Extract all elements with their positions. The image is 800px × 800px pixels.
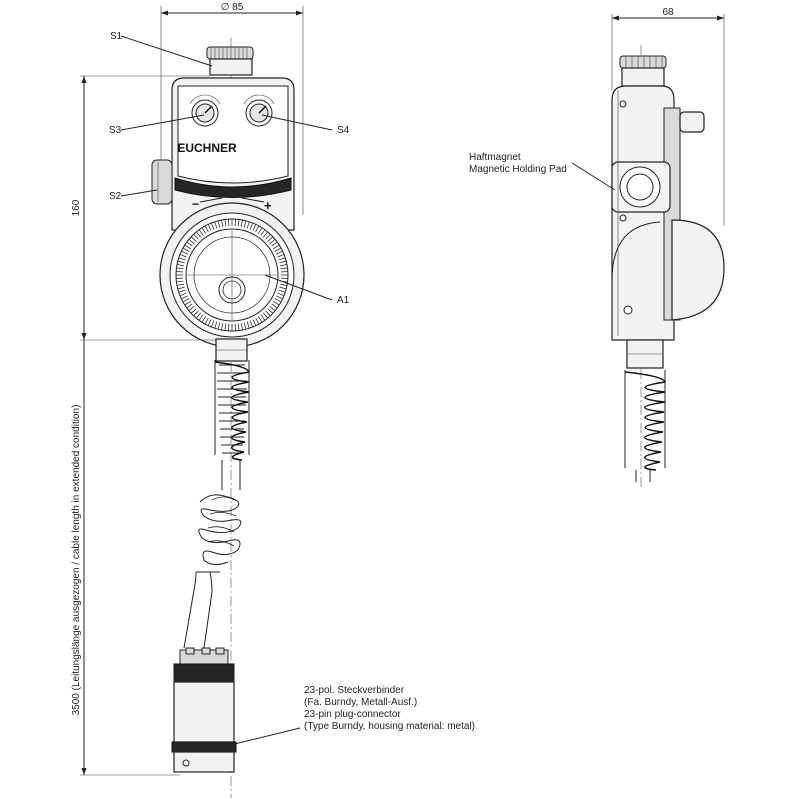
- graduation-ticks: [176, 219, 288, 331]
- cable: [183, 460, 242, 649]
- label-a1: A1: [337, 295, 350, 306]
- magnet-label-de: Haftmagnet: [469, 152, 521, 163]
- holding-magnet: [611, 161, 671, 213]
- magnet-label-en: Magnetic Holding Pad: [469, 164, 567, 175]
- connector-line-4: (Type Burndy, housing material: metal): [304, 721, 475, 732]
- label-s1: S1: [110, 31, 123, 42]
- connector-note: 23-pol. Steckverbinder (Fa. Burndy, Meta…: [304, 685, 475, 732]
- plus-sign: +: [264, 198, 272, 213]
- dimension-cable-length: 3500 (Leitungslänge ausgezogen / cable l…: [71, 340, 180, 776]
- handwheel-housing: [159, 202, 305, 348]
- front-leaders: [120, 35, 333, 751]
- s1-knob: [206, 46, 254, 76]
- dim-side-width: 68: [662, 7, 674, 18]
- dimension-height: 160: [71, 75, 216, 341]
- minus-sign: −: [192, 197, 199, 211]
- connector-line-3: 23-pin plug-connector: [304, 709, 401, 720]
- plug-connector: [171, 647, 237, 773]
- label-s3: S3: [109, 125, 122, 136]
- direction-markings: − +: [192, 197, 272, 213]
- label-s2: S2: [109, 191, 122, 202]
- cable-gland: [215, 338, 248, 362]
- s2-button: [151, 159, 173, 205]
- strain-relief: [214, 360, 250, 461]
- brand-logo: EUCHNER: [177, 141, 237, 155]
- dim-top-width: ∅ 85: [221, 2, 244, 13]
- dimension-width-side: 68: [611, 7, 725, 225]
- dim-cable-length: 3500 (Leitungslänge ausgezogen / cable l…: [71, 405, 82, 716]
- connector-line-2: (Fa. Burndy, Metall-Ausf.): [304, 697, 417, 708]
- dimension-width-front: ∅ 85: [160, 2, 304, 215]
- label-s4: S4: [337, 125, 350, 136]
- dim-height: 160: [71, 199, 82, 216]
- front-view: EUCHNER − +: [151, 38, 305, 798]
- magnet-note: Haftmagnet Magnetic Holding Pad: [469, 152, 616, 191]
- s4-selector: [243, 94, 275, 127]
- s3-selector: [189, 94, 221, 127]
- side-view: [611, 45, 725, 490]
- connector-line-1: 23-pol. Steckverbinder: [304, 685, 405, 696]
